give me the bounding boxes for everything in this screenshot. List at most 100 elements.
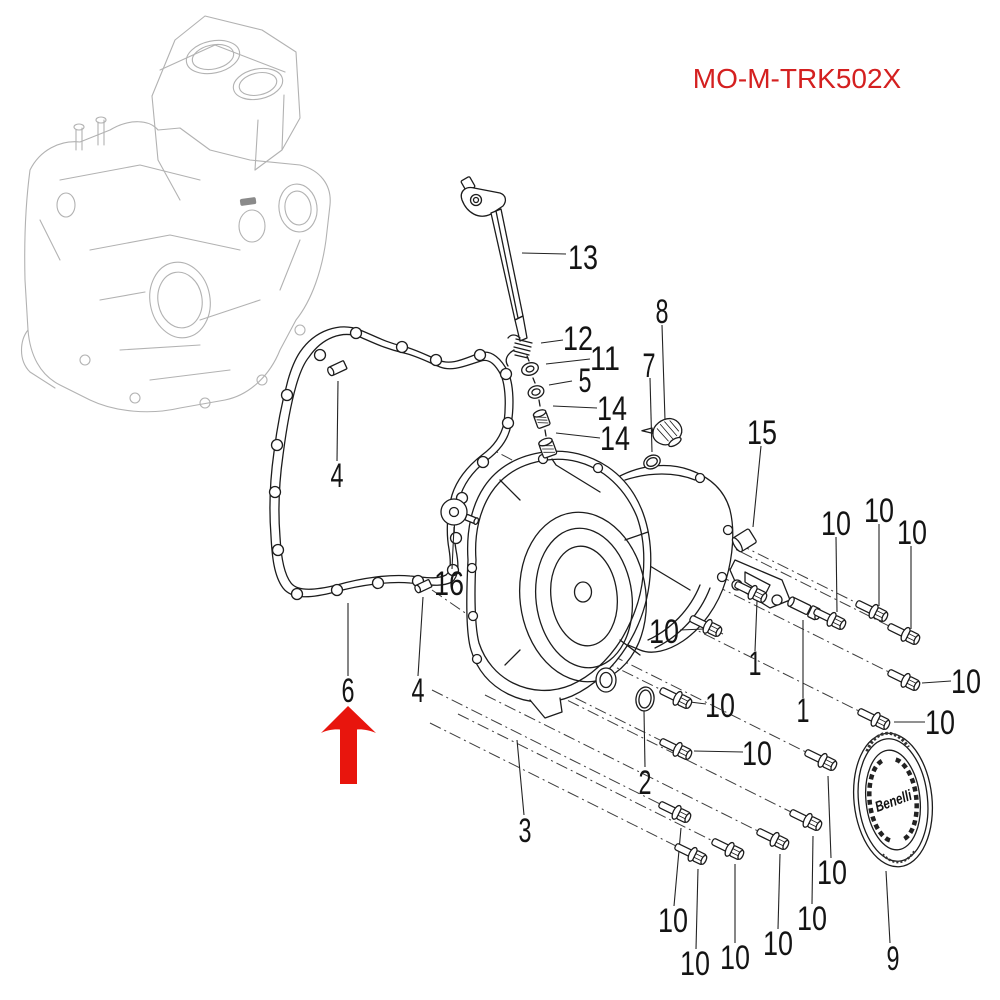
cover-window	[595, 667, 617, 693]
callout-leader	[811, 835, 814, 905]
part-callout-11: 11	[590, 340, 620, 378]
return-spring	[505, 334, 533, 367]
flange-bolt	[753, 823, 792, 854]
part-callout-10: 10	[925, 704, 955, 742]
bushing	[538, 437, 558, 459]
part-callout-16: 16	[434, 565, 464, 603]
flange-bolt	[708, 833, 747, 864]
part-callout-10: 10	[680, 945, 710, 983]
bolt-axis-line	[508, 670, 822, 828]
part-callout-1: 1	[749, 645, 762, 683]
callout-leader	[695, 868, 699, 950]
part-callout-12: 12	[563, 320, 593, 358]
callout-leader	[827, 775, 832, 859]
part-callout-7: 7	[643, 347, 656, 385]
part-callout-10: 10	[658, 902, 688, 940]
part-callout-10: 10	[797, 900, 827, 938]
callout-leader	[336, 380, 339, 462]
benelli-emblem: Benelli	[852, 731, 934, 868]
laurel-wreath-right	[894, 757, 919, 842]
cover-gasket	[268, 326, 515, 601]
part-callout-10: 10	[763, 925, 793, 963]
oil-dipstick	[460, 176, 528, 342]
part-callout-13: 13	[568, 239, 598, 277]
callout-leader	[835, 536, 838, 613]
callout-leader	[540, 339, 564, 344]
part-callout-14: 14	[597, 390, 627, 428]
callout-leader	[661, 324, 666, 421]
callout-leader	[679, 628, 705, 631]
flange-bolt	[854, 703, 893, 734]
emblem-bottom-arc-text	[881, 850, 916, 864]
dowel-pin	[414, 579, 433, 594]
callout-leader	[417, 596, 424, 677]
part-callout-10: 10	[649, 613, 679, 651]
part-callout-4: 4	[331, 457, 344, 495]
part-callout-10: 10	[821, 505, 851, 543]
callout-leader	[521, 252, 567, 255]
callout-leader	[649, 377, 653, 453]
bushing	[532, 409, 551, 429]
cover-bottom-tab	[529, 697, 563, 719]
part-callout-4: 4	[412, 672, 425, 710]
emblem-top-arc-text	[865, 731, 910, 753]
callout-leader	[552, 405, 598, 409]
flange-bolt	[852, 595, 891, 626]
part-callout-9: 9	[887, 940, 900, 978]
clutch-cover	[466, 450, 734, 719]
flange-bolt	[786, 804, 825, 835]
part-callout-10: 10	[864, 492, 894, 530]
part-callout-6: 6	[342, 672, 355, 710]
oil-seal	[527, 385, 545, 399]
callout-leader	[754, 600, 758, 652]
part-callout-14: 14	[600, 420, 630, 458]
part-callout-10: 10	[742, 735, 772, 773]
highlight-arrow	[321, 706, 376, 784]
callout-leader	[777, 853, 781, 930]
part-callout-1: 1	[797, 692, 810, 730]
bolt-axis-line	[457, 713, 744, 857]
callout-leader	[673, 827, 682, 907]
part-callout-10: 10	[897, 514, 927, 552]
grommet	[440, 498, 480, 526]
callout-leader	[516, 739, 525, 816]
flange-bolt	[655, 796, 694, 827]
bolt-axis-line	[431, 689, 691, 820]
part-callout-10: 10	[705, 687, 735, 725]
callout-leader	[689, 701, 707, 705]
flange-bolt	[884, 618, 923, 649]
washer	[521, 362, 539, 376]
dipstick-tip	[514, 315, 528, 342]
part-callout-10: 10	[817, 854, 847, 892]
dowel-pin	[327, 360, 348, 377]
part-callout-10: 10	[720, 939, 750, 977]
callout-leader	[451, 526, 455, 570]
callout-leader	[555, 432, 601, 439]
callout-leader	[885, 870, 891, 944]
laurel-wreath-left	[867, 758, 892, 843]
callout-leader-lines	[336, 252, 952, 950]
part-callout-3: 3	[519, 812, 532, 850]
o-ring	[643, 454, 661, 470]
flange-bolt	[801, 744, 840, 775]
flange-bolts	[655, 576, 923, 869]
callout-leader	[693, 750, 744, 753]
callout-leader	[548, 380, 573, 386]
part-callout-15: 15	[747, 414, 777, 452]
part-callout-10: 10	[951, 663, 981, 701]
part-callout-8: 8	[656, 293, 669, 331]
part-callout-2: 2	[639, 764, 652, 802]
emblem-brand-text: Benelli	[873, 787, 915, 816]
bolt-axis-line	[429, 722, 707, 862]
oil-filler-cap	[641, 417, 683, 448]
callout-leader	[643, 710, 646, 768]
diagram-code: MO-M-TRK502X	[693, 63, 902, 94]
parts-chain-axis	[526, 355, 601, 493]
engine-logo-mark	[239, 197, 257, 206]
part-callout-5: 5	[579, 362, 592, 400]
flange-bolt	[656, 733, 695, 764]
callout-leader	[545, 358, 591, 365]
